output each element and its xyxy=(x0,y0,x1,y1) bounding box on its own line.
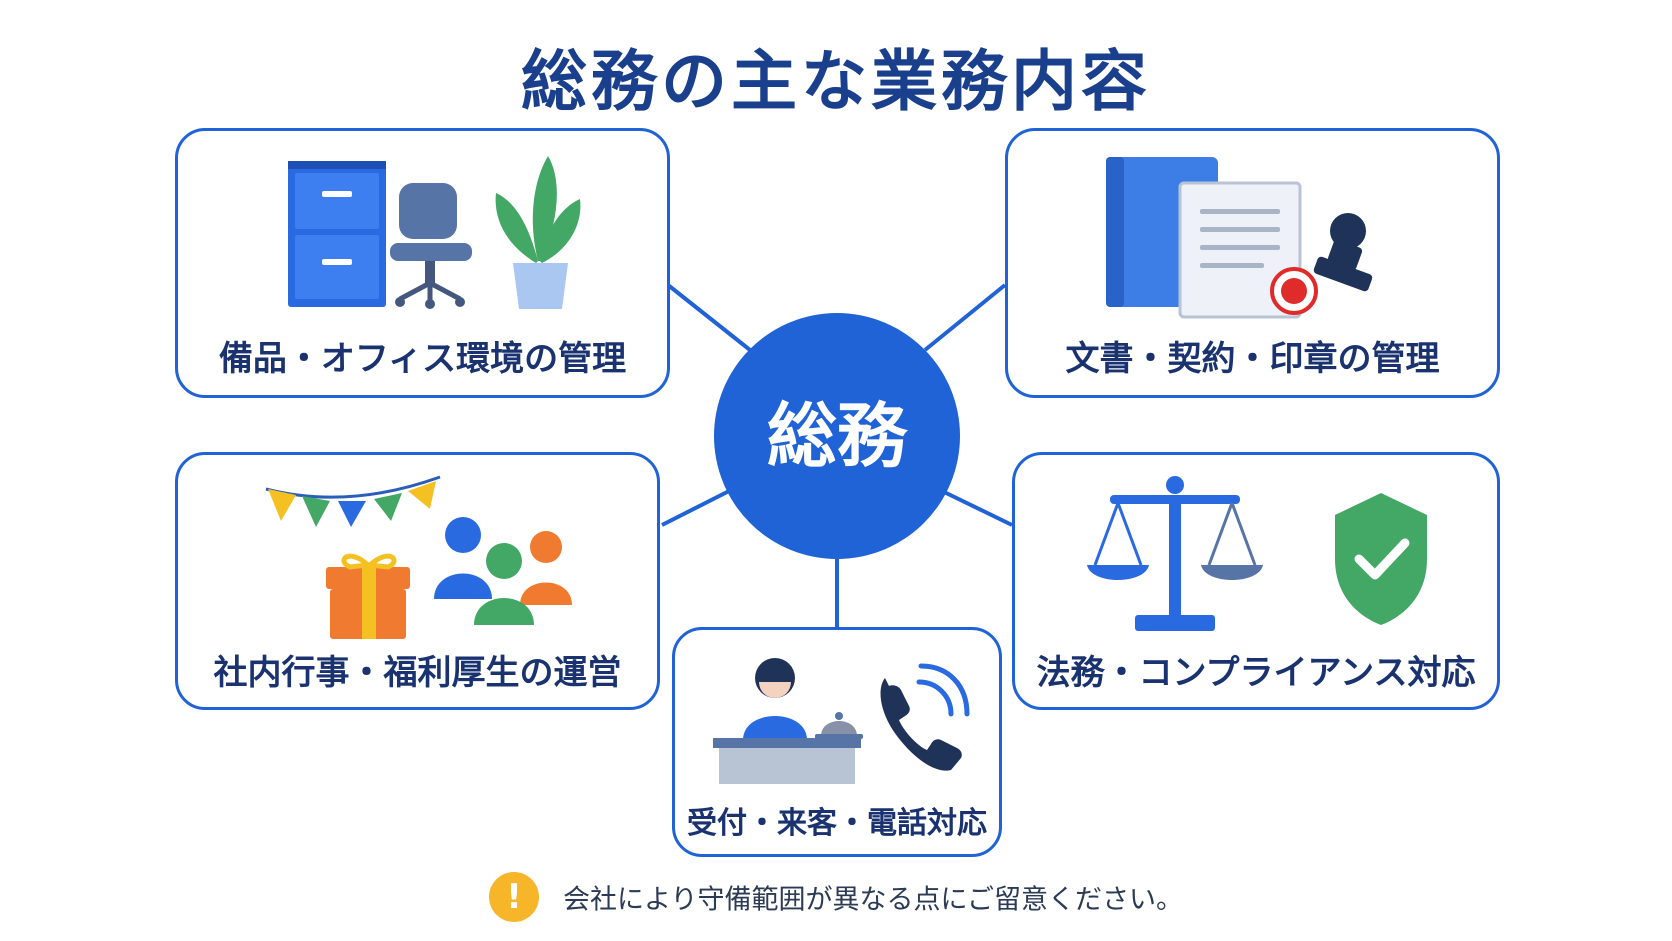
card-label: 文書・契約・印章の管理 xyxy=(1065,339,1440,379)
card-events-welfare: 社内行事・福利厚生の運営 xyxy=(175,452,660,710)
people-group-icon xyxy=(434,517,572,625)
note-text: 会社により守備範囲が異なる点にご留意ください。 xyxy=(563,884,1183,916)
receptionist-icon xyxy=(713,658,861,784)
card-office-equipment: 備品・オフィス環境の管理 xyxy=(175,128,670,398)
connector-line xyxy=(939,488,1013,527)
card-label: 法務・コンプライアンス対応 xyxy=(1036,653,1476,693)
card-reception: 受付・来客・電話対応 xyxy=(672,627,1002,857)
potted-plant-icon xyxy=(495,156,581,309)
bunting-icon xyxy=(265,475,441,527)
card-documents: 文書・契約・印章の管理 xyxy=(1005,128,1500,398)
connector-line xyxy=(661,486,736,527)
card-label: 備品・オフィス環境の管理 xyxy=(218,339,627,379)
note: ! 会社により守備範囲が異なる点にご留意ください。 xyxy=(0,872,1672,922)
document-icon xyxy=(1178,181,1302,319)
scales-icon xyxy=(1087,476,1263,631)
service-bell-icon xyxy=(815,712,863,739)
card-label: 受付・来客・電話対応 xyxy=(687,806,987,841)
connector-line xyxy=(923,283,1007,352)
exclamation-icon: ! xyxy=(489,872,540,922)
office-chair-icon xyxy=(390,183,472,309)
phone-icon xyxy=(880,663,970,771)
card-label: 社内行事・福利厚生の運営 xyxy=(213,653,622,693)
card-legal-compliance: 法務・コンプライアンス対応 xyxy=(1012,452,1500,710)
gift-icon xyxy=(326,553,410,639)
connector-line xyxy=(666,283,752,352)
seal-stamp-icon xyxy=(1270,213,1373,315)
page-title: 総務の主な業務内容 xyxy=(521,43,1151,120)
shield-check-icon xyxy=(1335,493,1427,625)
filing-cabinet-icon xyxy=(288,161,386,307)
center-node: 総務 xyxy=(714,313,960,559)
